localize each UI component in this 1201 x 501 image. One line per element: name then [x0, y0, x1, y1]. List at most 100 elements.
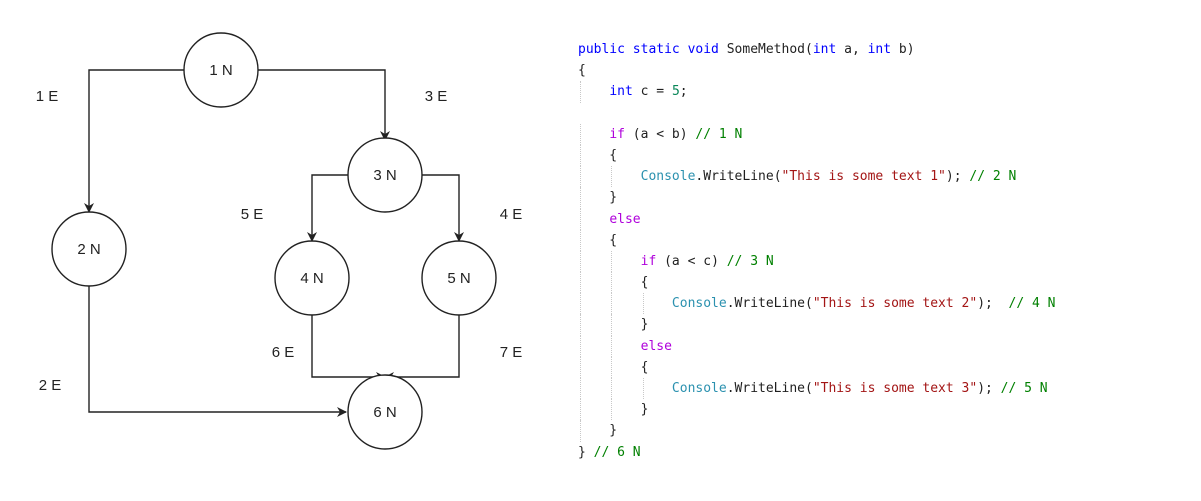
code-token: // 6 N — [593, 444, 641, 460]
code-token: 5 — [671, 84, 680, 100]
code-token: } — [578, 190, 618, 206]
code-token: // 1 N — [695, 126, 743, 142]
code-token: "This is some text 1" — [781, 169, 946, 185]
indent-guide — [611, 378, 613, 400]
code-line: Console.WriteLine("This is some text 3")… — [578, 378, 1055, 400]
code-token — [578, 169, 641, 184]
code-line: Console.WriteLine("This is some text 1")… — [578, 166, 1055, 188]
code-token: int — [609, 84, 633, 100]
code-line: else — [578, 208, 1055, 230]
indent-guide — [642, 293, 644, 315]
code-line: } — [578, 187, 1055, 209]
code-token: .WriteLine( — [726, 381, 813, 396]
indent-guide — [580, 81, 581, 103]
code-line: { — [578, 356, 1055, 378]
edge-3e — [258, 69, 390, 141]
code-token: // 4 N — [1008, 296, 1056, 312]
indent-guide — [611, 272, 613, 294]
edge-label-6e: 6 E — [272, 344, 295, 361]
code-token: c = — [632, 84, 672, 100]
code-token — [578, 296, 672, 311]
indent-guide — [580, 356, 581, 378]
node-2-label: 2 N — [77, 241, 100, 258]
indent-guide — [580, 166, 581, 188]
code-token: public static void — [578, 42, 727, 57]
node-5-label: 5 N — [447, 270, 470, 287]
node-4-label: 4 N — [300, 270, 323, 287]
indent-guide — [611, 293, 613, 315]
code-token: ); — [977, 296, 1009, 312]
code-token: } — [578, 402, 649, 418]
code-token: .WriteLine( — [726, 296, 813, 312]
code-token: (a < b) — [624, 126, 696, 142]
code-token: Console — [640, 169, 696, 185]
code-token: ); — [977, 381, 1001, 396]
code-line: if (a < b) // 1 N — [578, 123, 1055, 145]
code-token — [578, 339, 641, 354]
node-6: 6 N — [347, 374, 423, 450]
indent-guide — [611, 356, 613, 378]
code-token: a, — [836, 42, 868, 57]
edge-label-2e: 2 E — [39, 377, 62, 394]
indent-guide — [642, 378, 644, 400]
node-3-label: 3 N — [373, 167, 396, 184]
code-token: "This is some text 2" — [812, 296, 978, 312]
edge-label-7e: 7 E — [500, 344, 523, 361]
edge-5e — [307, 174, 348, 242]
code-token: else — [640, 338, 672, 354]
code-token — [578, 381, 672, 396]
code-token: else — [609, 211, 641, 227]
edge-label-3e: 3 E — [425, 88, 448, 105]
indent-guide — [580, 399, 581, 421]
code-token: // 2 N — [969, 169, 1017, 185]
code-token: (a < c) — [656, 253, 727, 269]
code-token: Console — [671, 296, 727, 312]
code-token: { — [578, 275, 649, 291]
code-token: { — [578, 147, 618, 163]
code-token: if — [609, 126, 625, 142]
indent-guide — [611, 399, 613, 421]
indent-guide — [580, 272, 581, 294]
node-1-label: 1 N — [209, 62, 232, 79]
code-token: ; — [679, 84, 688, 100]
code-token: Console — [671, 381, 727, 396]
code-token — [578, 127, 609, 142]
code-token: } — [578, 423, 618, 439]
node-2: 2 N — [51, 211, 127, 287]
code-line: } — [578, 420, 1055, 442]
code-line: { — [578, 272, 1055, 294]
edge-6e — [311, 314, 386, 382]
code-line: } // 6 N — [578, 442, 1055, 463]
node-3: 3 N — [347, 137, 423, 213]
code-token: int — [867, 42, 892, 57]
code-token: "This is some text 3" — [812, 381, 978, 396]
code-token: int — [812, 42, 837, 57]
code-line: } — [578, 314, 1055, 336]
code-token — [578, 84, 609, 99]
code-listing: public static void SomeMethod(int a, int… — [578, 39, 1055, 463]
code-token: ); — [945, 169, 970, 185]
indent-guide — [611, 250, 613, 273]
code-line: int c = 5; — [578, 81, 1055, 103]
indent-guide — [580, 250, 581, 273]
node-6-label: 6 N — [373, 404, 396, 421]
indent-guide — [611, 314, 613, 336]
indent-guide — [580, 420, 581, 442]
code-token: if — [640, 253, 657, 269]
node-5: 5 N — [421, 240, 497, 316]
code-line: } — [578, 399, 1055, 421]
edge-4e — [422, 174, 464, 242]
indent-guide — [580, 187, 581, 209]
code-token: b) — [891, 42, 915, 57]
code-token: { — [578, 232, 618, 248]
code-line: if (a < c) // 3 N — [578, 250, 1055, 273]
code-line: Console.WriteLine("This is some text 2")… — [578, 293, 1056, 315]
code-line: { — [578, 229, 1055, 251]
indent-guide — [580, 123, 581, 145]
control-flow-graph: 1 N 2 N 3 N 4 N 5 N 6 N 1 E 2 E 3 E 4 E … — [36, 32, 523, 450]
code-token: // 3 N — [726, 253, 774, 269]
indent-guide — [580, 144, 581, 167]
indent-guide — [580, 378, 581, 400]
code-line: { — [578, 60, 1055, 81]
indent-guide — [580, 229, 581, 251]
